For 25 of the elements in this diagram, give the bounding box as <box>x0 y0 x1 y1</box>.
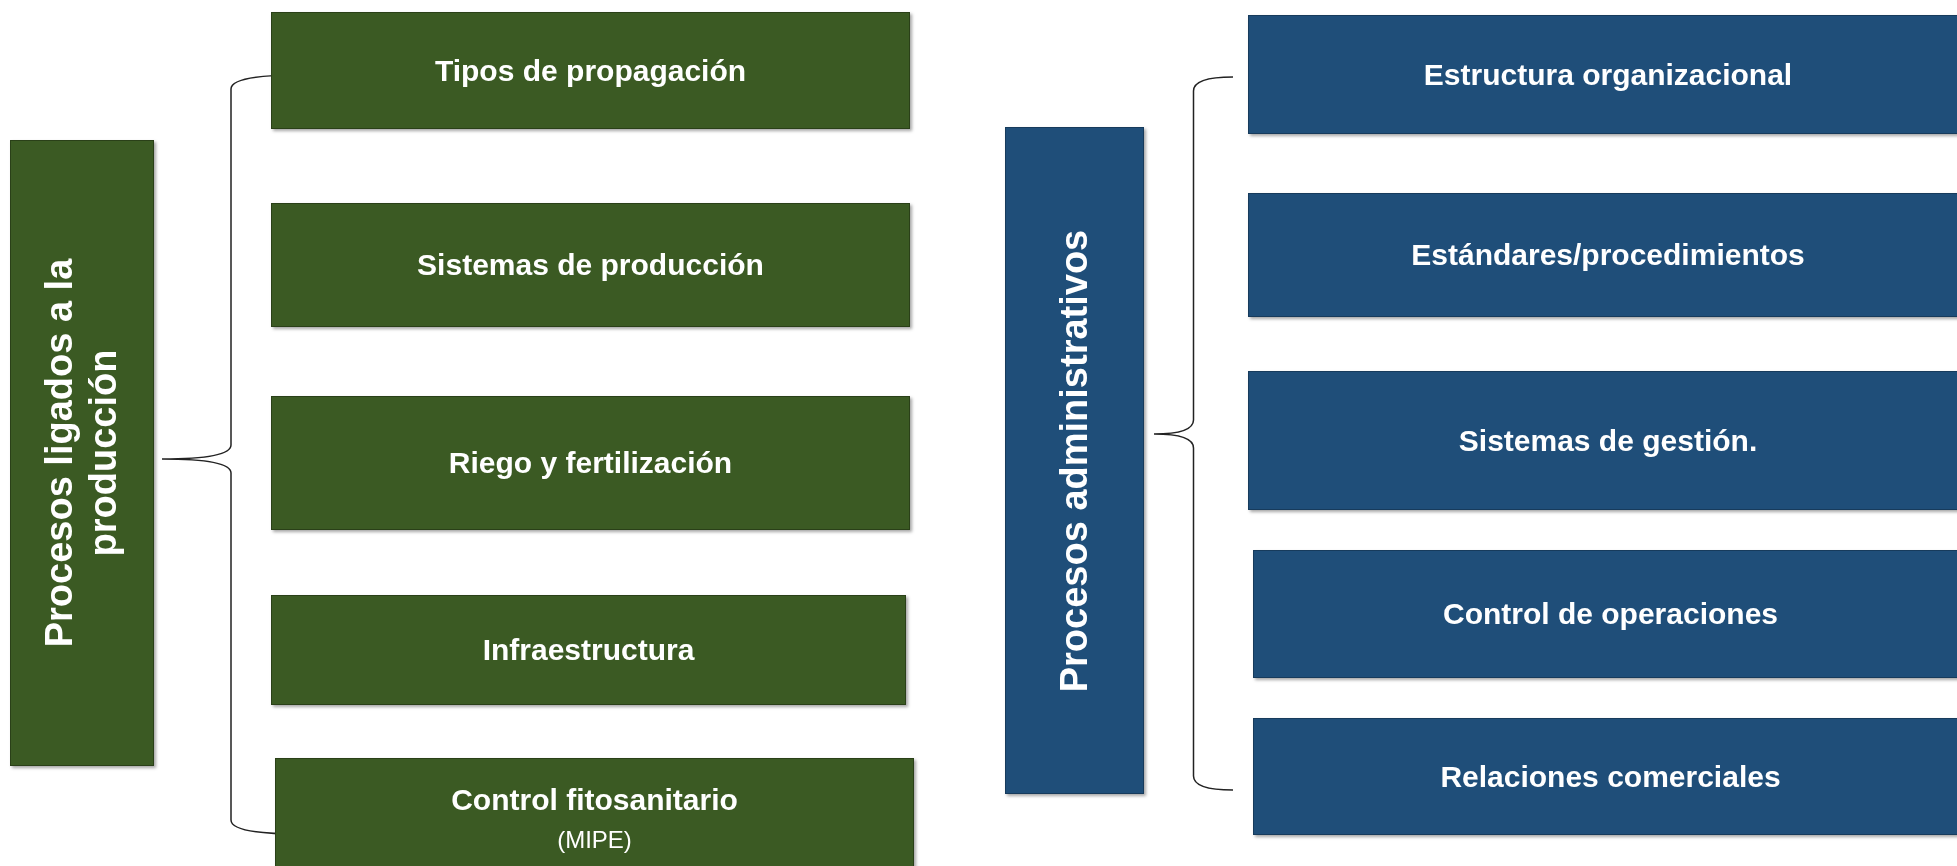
process-label: Estándares/procedimientos <box>1411 237 1805 273</box>
process-label: Tipos de propagación <box>434 52 747 89</box>
process-box <box>1248 371 1957 510</box>
category-title: Procesos administrativos <box>1052 228 1096 694</box>
process-label: Control de operaciones <box>1442 596 1779 632</box>
process-box <box>1253 718 1957 835</box>
process-label: Sistemas de gestión. <box>1458 422 1758 459</box>
category-title: Procesos ligados a la producción <box>38 257 125 650</box>
process-label: Relaciones comerciales <box>1440 758 1781 795</box>
process-box <box>271 595 906 705</box>
process-label: Sistemas de producción <box>417 247 764 283</box>
category-box <box>10 140 154 766</box>
process-box <box>271 203 910 327</box>
process-label: Control fitosanitario <box>451 782 738 818</box>
process-box <box>1248 193 1957 317</box>
process-label: Estructura organizacional <box>1423 56 1793 93</box>
process-box <box>271 396 910 530</box>
process-box <box>1253 550 1957 678</box>
process-label: Riego y fertilización <box>448 445 733 481</box>
category-box <box>1005 127 1144 794</box>
process-note: (MIPE) <box>557 826 632 854</box>
process-box <box>271 12 910 129</box>
process-label: Infraestructura <box>482 632 695 668</box>
process-box <box>275 758 914 866</box>
process-box <box>1248 15 1957 134</box>
